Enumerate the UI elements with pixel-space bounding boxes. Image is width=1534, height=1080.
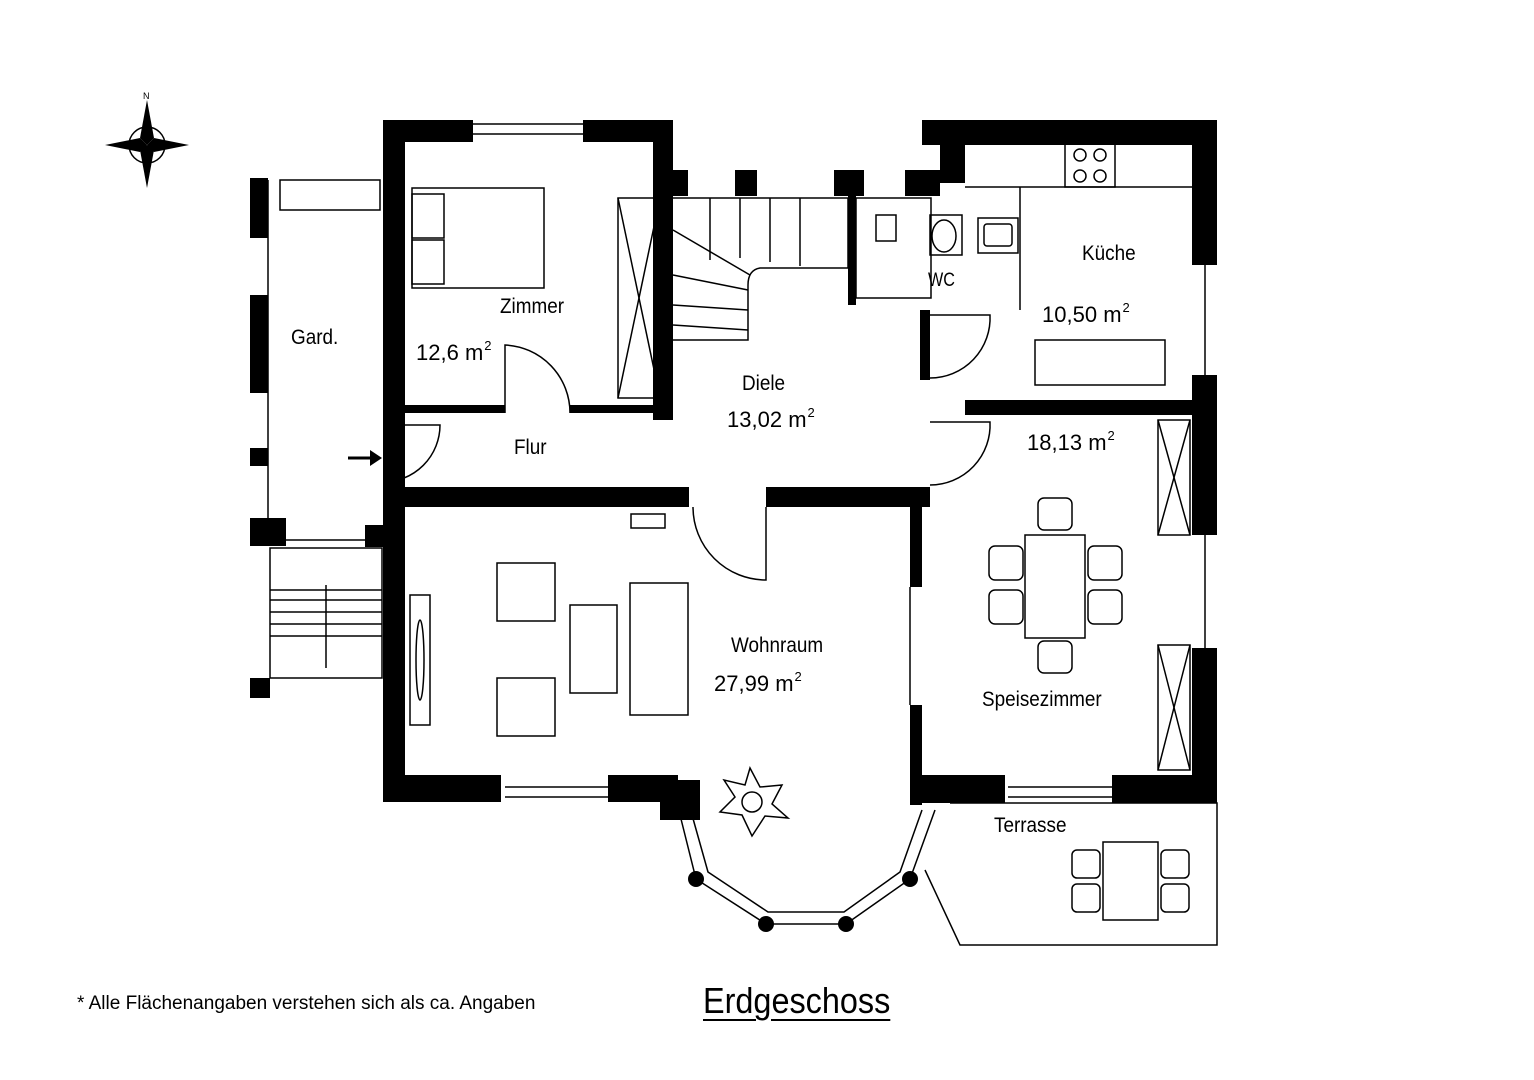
room-area-diele: 13,02 m2	[727, 405, 815, 432]
room-name-gard: Gard.	[291, 326, 339, 349]
room-name-wohnraum: Wohnraum	[731, 634, 824, 657]
thin-lines	[267, 123, 1218, 946]
plan-title: Erdgeschoss	[703, 980, 891, 1021]
sink-icon	[983, 223, 1013, 247]
room-name-zimmer: Zimmer	[500, 295, 565, 318]
room-name-speisezimmer: Speisezimmer	[982, 688, 1102, 711]
compass-north-label: N	[143, 91, 150, 101]
room-name-kueche: Küche	[1082, 242, 1136, 265]
room-area-wohnraum: 27,99 m2	[714, 669, 802, 696]
compass-rose-icon	[105, 100, 189, 188]
room-area-speisezimmer: 18,13 m2	[1027, 428, 1115, 455]
room-name-wc: WC	[928, 270, 955, 291]
kitchen-stove-icon	[1073, 148, 1107, 183]
room-area-kueche: 10,50 m2	[1042, 300, 1130, 327]
area-footnote: * Alle Flächenangaben verstehen sich als…	[77, 993, 536, 1014]
room-name-flur: Flur	[514, 436, 547, 459]
walls	[250, 120, 1217, 932]
room-name-terrasse: Terrasse	[994, 814, 1067, 837]
room-area-zimmer: 12,6 m2	[416, 338, 492, 365]
room-name-diele: Diele	[742, 372, 786, 395]
fireplace-icon	[415, 513, 666, 701]
plant-icon	[718, 766, 791, 838]
toilet-icon	[875, 214, 957, 253]
entrance-arrow-icon	[348, 450, 382, 466]
